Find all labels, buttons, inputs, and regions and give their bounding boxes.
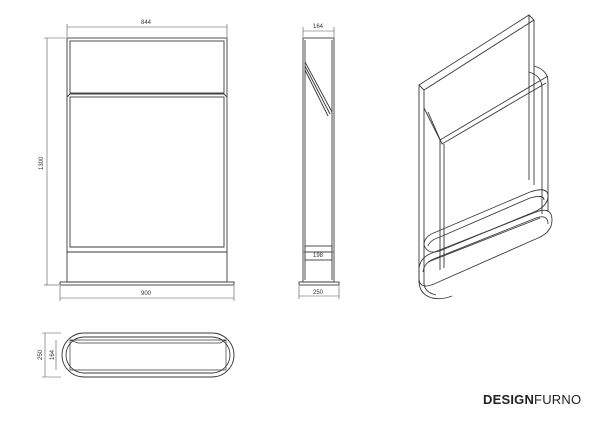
side-depth-top-label: 164 [313,24,324,30]
front-height-label: 1300 [39,156,45,170]
isometric-view [418,14,553,300]
brand-light: FURNO [534,392,582,407]
top-view [42,332,235,378]
top-inner-depth-label: 164 [50,349,56,360]
front-view [44,24,235,301]
brand-logo: DESIGNFURNO [483,392,581,407]
brand-strong: DESIGN [483,392,535,407]
side-depth-bottom-label: 250 [313,290,324,296]
front-width-top-label: 844 [141,20,152,26]
top-outer-depth-label: 250 [38,349,44,360]
side-view [298,27,340,299]
side-inner-depth-label: 198 [313,253,324,259]
front-width-bottom-label: 900 [141,291,152,297]
